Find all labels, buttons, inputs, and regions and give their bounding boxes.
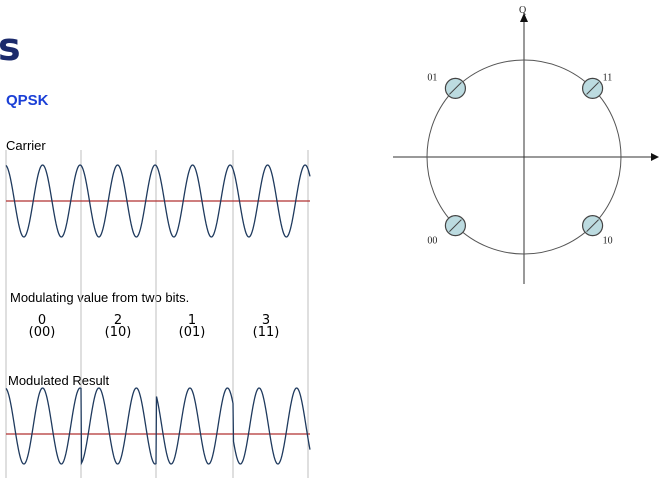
symbol-3: 3 (11) [236,313,296,340]
modulated-label: Modulated Result [8,373,110,388]
symbol-bits: (00) [28,325,56,340]
q-axis-arrow [520,13,528,22]
symbol-value: 0 [37,313,47,328]
constellation-point: 11 [581,72,613,100]
symbol-0: 0 (00) [12,313,72,340]
symbol-bits: (10) [104,325,132,340]
modulating-label: Modulating value from two bits. [10,290,190,305]
constellation-point: 00 [427,214,467,247]
symbol-bits: (01) [178,325,206,340]
symbol-1: 2 (10) [88,313,148,340]
symbol-2: 1 (01) [162,313,222,340]
symbol-value: 2 [113,313,123,328]
constellation-point: 10 [581,214,613,247]
carrier-wave [5,164,311,238]
constellation-points: 01 11 00 10 [427,72,612,246]
point-label: 01 [427,72,437,83]
symbol-value: 1 [187,313,197,328]
point-label: 10 [603,236,613,247]
point-label: 00 [427,236,437,247]
point-label: 11 [603,72,613,83]
symbol-bits: (11) [252,325,280,340]
modulated-wave [5,387,311,466]
q-axis-label: Q [519,5,527,16]
constellation-point: 01 [427,72,467,100]
slide-title: s [0,25,21,69]
slide-subtitle: QPSK [6,92,49,109]
carrier-label: Carrier [6,138,46,153]
i-axis-arrow [651,153,659,161]
unit-circle [426,59,622,255]
symbol-value: 3 [261,313,271,328]
